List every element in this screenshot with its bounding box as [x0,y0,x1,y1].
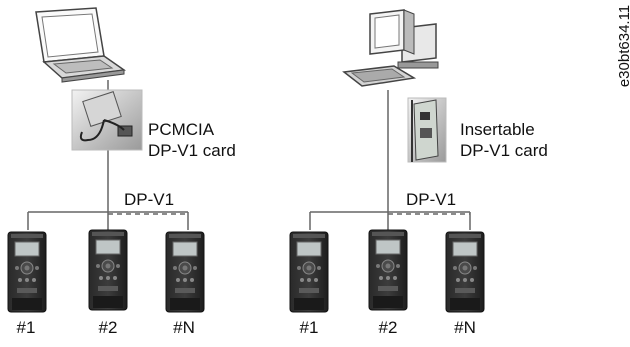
figure-code: e30bt634.11 [615,4,630,88]
left-bus [27,211,189,230]
right-card-label-line2: DP-V1 card [460,141,548,160]
laptop-icon [35,7,127,83]
drive-icon [368,229,408,311]
drive-icon [165,231,205,313]
drive-icon [7,231,47,313]
insertable-card-icon [407,97,447,163]
right-card-label-line1: Insertable [460,120,535,139]
drive-label: #N [454,318,476,337]
drive-icon [88,229,128,311]
drive-label: #1 [299,318,319,337]
right-bus-label: DP-V1 [406,190,457,209]
left-bus-label: DP-V1 [124,190,175,209]
drive-label: #2 [98,318,118,337]
right-bus [309,211,471,230]
drive-icon [445,231,485,313]
desktop-pc-icon [342,9,439,87]
drive-label: #1 [16,318,36,337]
drive-icon [289,231,329,313]
left-card-label-line2: DP-V1 card [148,141,236,160]
drive-label: #2 [378,318,398,337]
left-card-label-line1: PCMCIA [148,120,215,139]
drive-label: #N [173,318,195,337]
pcmcia-card-icon [71,89,143,151]
